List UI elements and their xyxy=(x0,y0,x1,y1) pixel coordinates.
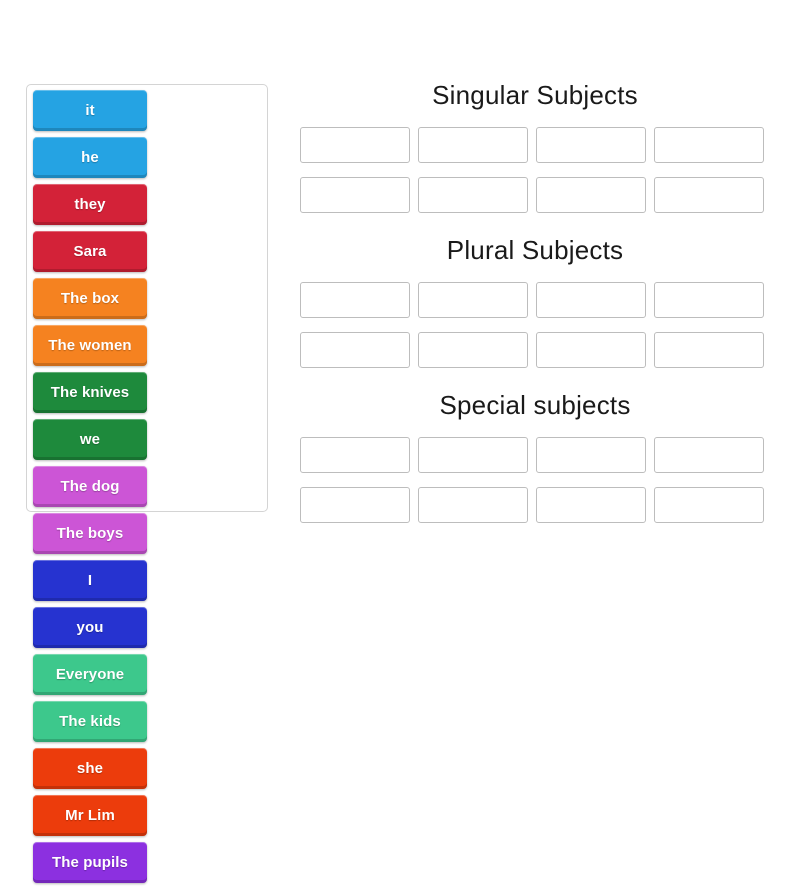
word-tile[interactable]: The boys xyxy=(33,513,147,554)
dropzone[interactable] xyxy=(418,437,528,473)
dropzone[interactable] xyxy=(654,127,764,163)
dropzone[interactable] xyxy=(300,177,410,213)
group-title: Singular Subjects xyxy=(432,80,638,110)
word-tile[interactable]: you xyxy=(33,607,147,648)
word-tile[interactable]: she xyxy=(33,748,147,789)
dropzone-row-group-1 xyxy=(300,282,770,382)
dropzone[interactable] xyxy=(418,127,528,163)
dropzone[interactable] xyxy=(300,332,410,368)
word-tile[interactable]: we xyxy=(33,419,147,460)
group-special-subjects: Special subjects xyxy=(300,388,770,537)
word-tile[interactable]: The knives xyxy=(33,372,147,413)
dropzone[interactable] xyxy=(654,282,764,318)
group-plural-subjects: Plural Subjects xyxy=(300,233,770,382)
dropzone[interactable] xyxy=(654,332,764,368)
word-tile[interactable]: The kids xyxy=(33,701,147,742)
dropzone[interactable] xyxy=(418,332,528,368)
dropzone[interactable] xyxy=(536,332,646,368)
dropzone[interactable] xyxy=(418,177,528,213)
word-tile[interactable]: The box xyxy=(33,278,147,319)
dropzone[interactable] xyxy=(300,487,410,523)
dropzone[interactable] xyxy=(536,437,646,473)
word-tile[interactable]: Sara xyxy=(33,231,147,272)
word-tile[interactable]: they xyxy=(33,184,147,225)
dropzone[interactable] xyxy=(654,487,764,523)
word-tile[interactable]: Mr Lim xyxy=(33,795,147,836)
dropzone[interactable] xyxy=(536,127,646,163)
word-tile[interactable]: Everyone xyxy=(33,654,147,695)
dropzone[interactable] xyxy=(654,437,764,473)
dropzone[interactable] xyxy=(300,127,410,163)
dropzone[interactable] xyxy=(536,487,646,523)
group-title: Special subjects xyxy=(439,390,631,420)
word-tile[interactable]: The dog xyxy=(33,466,147,507)
dropzone[interactable] xyxy=(418,282,528,318)
dropzone[interactable] xyxy=(300,282,410,318)
word-tile[interactable]: he xyxy=(33,137,147,178)
dropzone[interactable] xyxy=(300,437,410,473)
group-title: Plural Subjects xyxy=(446,235,624,265)
word-tile[interactable]: The women xyxy=(33,325,147,366)
dropzone-row-group-0 xyxy=(300,127,770,227)
dropzone[interactable] xyxy=(536,282,646,318)
dropzone[interactable] xyxy=(418,487,528,523)
word-tile[interactable]: it xyxy=(33,90,147,131)
word-tile[interactable]: I xyxy=(33,560,147,601)
word-tile[interactable]: The pupils xyxy=(33,842,147,883)
dropzone-row-group-2 xyxy=(300,437,770,537)
dropzone[interactable] xyxy=(536,177,646,213)
group-singular-subjects: Singular Subjects xyxy=(300,78,770,227)
dropzone[interactable] xyxy=(654,177,764,213)
